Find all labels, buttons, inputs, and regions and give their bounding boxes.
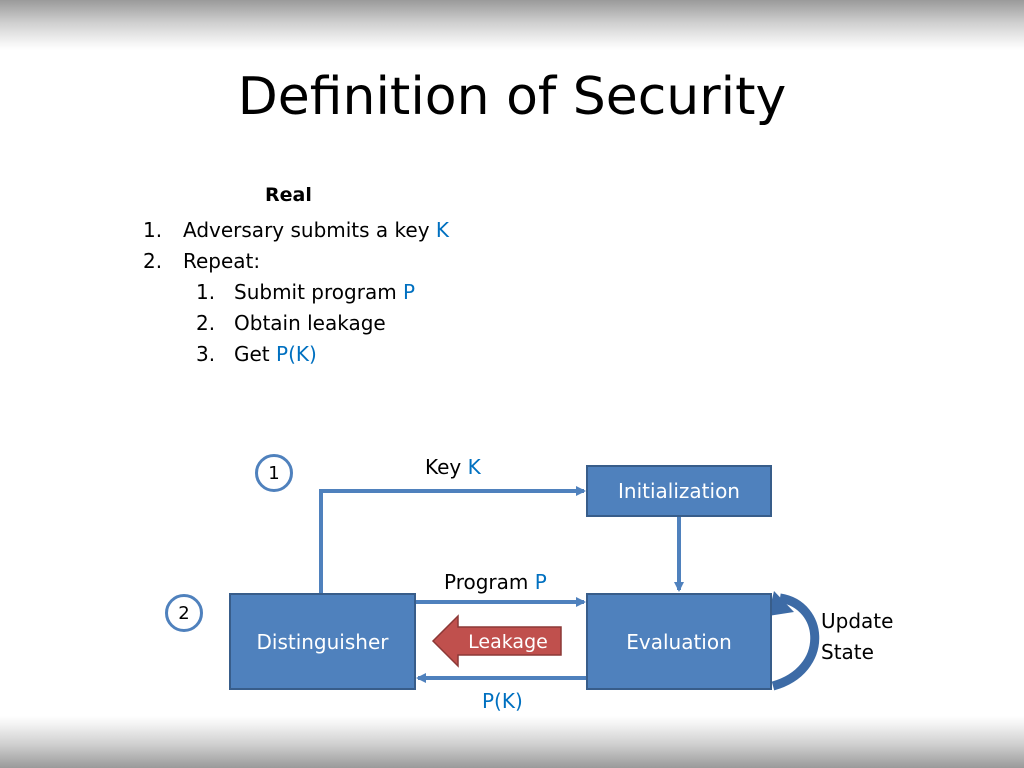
key-variable-label: K [467,455,481,479]
marker-circle-1: 1 [255,454,293,492]
step-text: Repeat: [183,249,261,273]
distinguisher-box: Distinguisher [229,593,416,690]
substep-number: 1. [196,280,216,304]
key-label: Key K [425,455,481,479]
program-variable: P [403,280,416,304]
leakage-label: Leakage [468,631,548,653]
program-variable-label: P [534,570,547,594]
slide-title: Definition of Security [237,67,787,127]
marker-circle-2: 2 [165,594,203,632]
output-variable: P(K) [276,342,317,366]
section-heading-real: Real [265,184,312,206]
bottom-gradient-band [0,716,1024,768]
evaluation-box: Evaluation [586,593,772,690]
update-state-arrowhead [768,591,794,616]
update-state-arrow [771,593,820,691]
substep-number: 2. [196,311,216,335]
leakage-arrow [431,614,562,668]
key-variable: K [435,218,450,242]
substep-text: Submit program P [234,280,416,304]
initialization-box: Initialization [586,465,772,517]
substep-number: 3. [196,342,216,366]
key-arrow [319,486,586,594]
substep-text: Obtain leakage [234,311,386,335]
update-label: Update [821,609,894,633]
step-number: 2. [143,249,163,273]
top-gradient-band [0,0,1024,50]
substep-text: Get P(K) [234,342,317,366]
step-number: 1. [143,218,163,242]
output-label: P(K) [482,689,523,713]
program-label: Program P [444,570,547,594]
step-text: Adversary submits a key K [183,218,450,242]
state-label: State [821,640,874,664]
